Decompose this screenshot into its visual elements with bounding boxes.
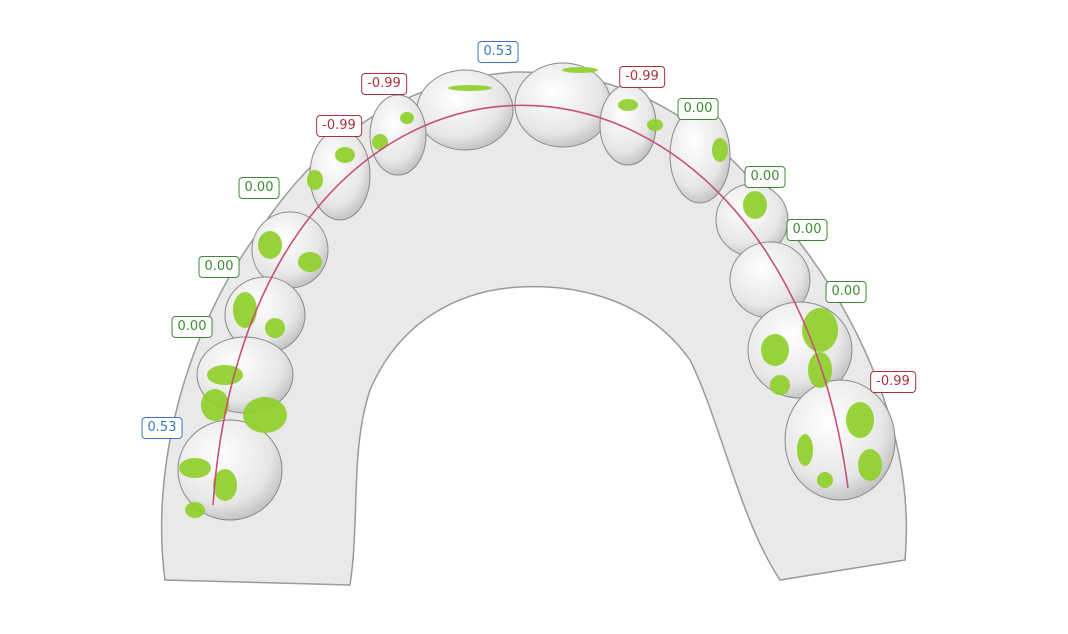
contact-area [179,458,211,478]
deviation-label-premolar-15: 0.00 [198,256,240,278]
contact-area [817,472,833,488]
deviation-label-molar-17: 0.53 [141,417,183,439]
contact-area [298,252,322,272]
contact-area [448,85,492,91]
contact-area [712,138,728,162]
deviation-label-premolar-14: 0.00 [238,177,280,199]
contact-area [761,334,789,366]
deviation-label-canine-13: -0.99 [316,115,362,137]
contact-area [808,352,832,388]
deviation-label-canine-23: 0.00 [744,166,786,188]
deviation-label-molar-16: 0.00 [171,316,213,338]
contact-area [372,134,388,150]
contact-area [770,375,790,395]
contact-area [618,99,638,111]
contact-area [233,292,257,328]
deviation-label-premolar-25: 0.00 [825,281,867,303]
contact-area [201,389,229,421]
contact-area [185,502,205,518]
tooth [416,69,514,151]
contact-area [400,112,414,124]
contact-area [335,147,355,163]
deviation-label-incisor-11: 0.53 [477,41,519,63]
contact-area [243,397,287,433]
deviation-label-incisor-22: 0.00 [677,98,719,120]
tooth [177,419,283,521]
contact-areas [179,67,882,518]
deviation-label-premolar-24: 0.00 [786,219,828,241]
contact-area [647,119,663,131]
contact-area [846,402,874,438]
contact-area [858,449,882,481]
contact-area [743,191,767,219]
deviation-label-molar-26: -0.99 [870,371,916,393]
deviation-label-incisor-12: -0.99 [361,73,407,95]
contact-area [265,318,285,338]
contact-area [562,67,598,73]
deviation-label-incisor-21: -0.99 [619,66,665,88]
contact-area [258,231,282,259]
contact-area [207,365,243,385]
contact-area [213,469,237,501]
contact-area [797,434,813,466]
contact-area [307,170,323,190]
arch-curve [212,104,849,506]
